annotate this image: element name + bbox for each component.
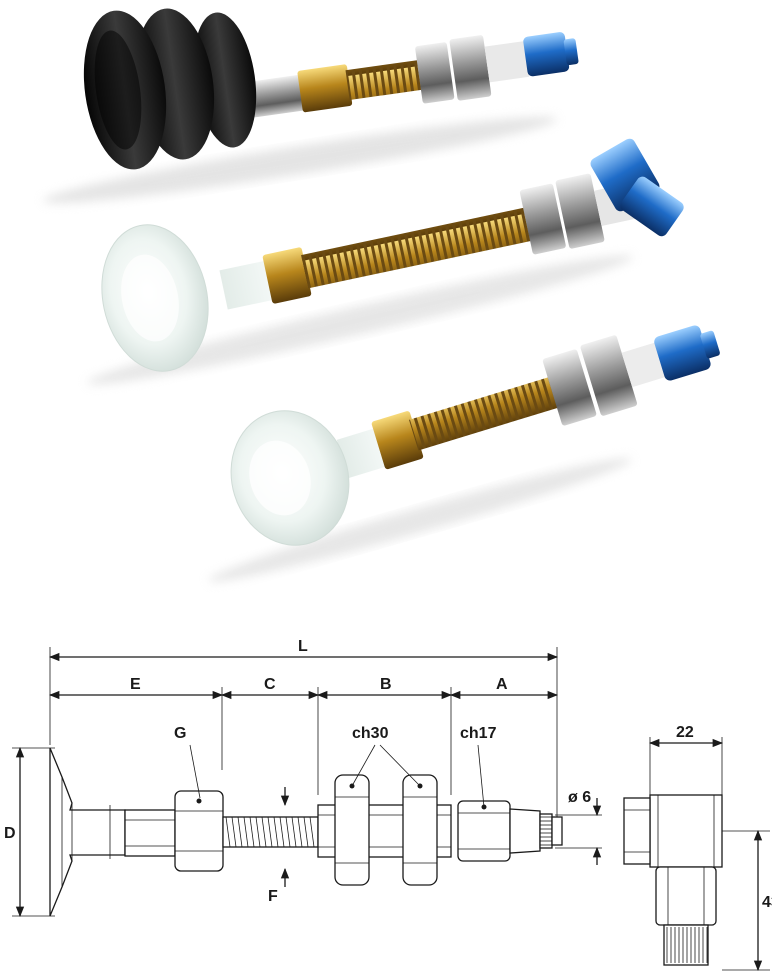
- dim-label-L: L: [298, 638, 308, 655]
- dim-label-F: F: [268, 888, 278, 905]
- dim-label-diameter-6: ø 6: [568, 789, 591, 806]
- black-bellows-suction-cup: [83, 8, 579, 170]
- spring: [222, 816, 319, 848]
- suction-cup-profile: [49, 747, 176, 917]
- ch30-nut-left: [334, 774, 370, 886]
- dim-label-A: A: [496, 676, 508, 693]
- threaded-body: [317, 774, 452, 886]
- dim-label-43: 43: [762, 894, 772, 911]
- ch17-fitting: [457, 800, 563, 862]
- leader-lines: [189, 744, 485, 808]
- dim-label-D: D: [4, 825, 16, 842]
- g-connector-hex: [174, 790, 224, 872]
- elbow-side-view: [623, 794, 723, 966]
- small-clear-suction-cup: [230, 325, 720, 546]
- label-ch17: ch17: [460, 725, 497, 742]
- label-G: G: [174, 725, 186, 742]
- technical-drawing: L E C B A D F G ch30 ch17 ø 6 22 43: [4, 638, 772, 972]
- ch30-nut-right: [402, 774, 438, 886]
- clear-suction-cup-elbow: [101, 138, 684, 372]
- label-ch30: ch30: [352, 725, 389, 742]
- dimension-lines: [15, 652, 763, 972]
- product-photo: [43, 8, 720, 582]
- dim-label-E: E: [130, 676, 141, 693]
- dim-label-C: C: [264, 676, 276, 693]
- dim-label-22: 22: [676, 724, 694, 741]
- dim-label-B: B: [380, 676, 392, 693]
